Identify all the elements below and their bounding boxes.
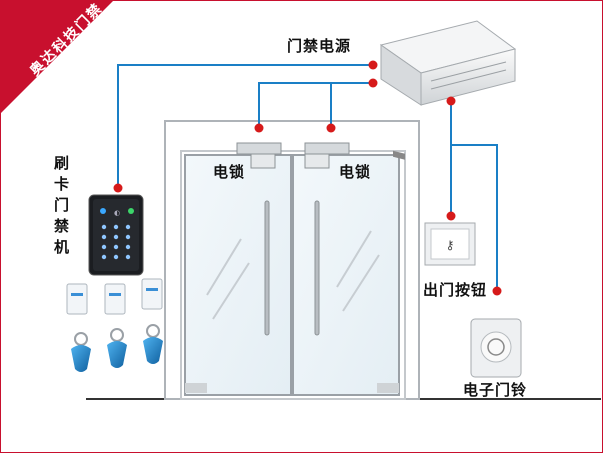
electric-lock-left bbox=[236, 142, 282, 169]
connector-dots bbox=[113, 60, 502, 296]
svg-text:⚷: ⚷ bbox=[446, 238, 455, 252]
rfid-cards-icon bbox=[66, 278, 163, 315]
door-hinge bbox=[185, 383, 207, 393]
label-exit-button: 出门按钮 bbox=[423, 281, 488, 299]
label-lock-left: 电锁 bbox=[213, 163, 246, 181]
label-lock-right: 电锁 bbox=[339, 163, 372, 181]
svg-text:◐: ◐ bbox=[114, 209, 120, 217]
electric-lock-right bbox=[304, 142, 350, 169]
wire-doorbell bbox=[451, 144, 498, 291]
door-handle-left bbox=[264, 200, 270, 336]
door-left bbox=[184, 154, 292, 396]
power-supply-icon bbox=[379, 20, 517, 160]
glass-reflection bbox=[212, 262, 250, 320]
glass-reflection bbox=[206, 238, 242, 296]
door-hinge bbox=[377, 383, 399, 393]
corner-ribbon bbox=[1, 1, 113, 113]
door-handle-right bbox=[314, 200, 320, 336]
rfid-fobs-icon bbox=[71, 324, 163, 372]
keypad-reader-icon: ◐ bbox=[88, 194, 144, 276]
wire-reader-to-power bbox=[117, 64, 373, 188]
rfid-card-marks bbox=[71, 288, 158, 296]
doorbell-icon bbox=[470, 318, 522, 378]
label-doorbell: 电子门铃 bbox=[463, 381, 528, 399]
wiring bbox=[117, 64, 498, 291]
wire-lock-left bbox=[258, 82, 373, 128]
exit-button-icon: ⚷ bbox=[424, 222, 476, 266]
label-power-supply: 门禁电源 bbox=[287, 37, 352, 55]
glass-reflection bbox=[342, 254, 380, 312]
label-card-reader: 刷卡门禁机 bbox=[52, 155, 70, 260]
door-right bbox=[292, 154, 400, 396]
glass-reflection bbox=[336, 230, 372, 288]
